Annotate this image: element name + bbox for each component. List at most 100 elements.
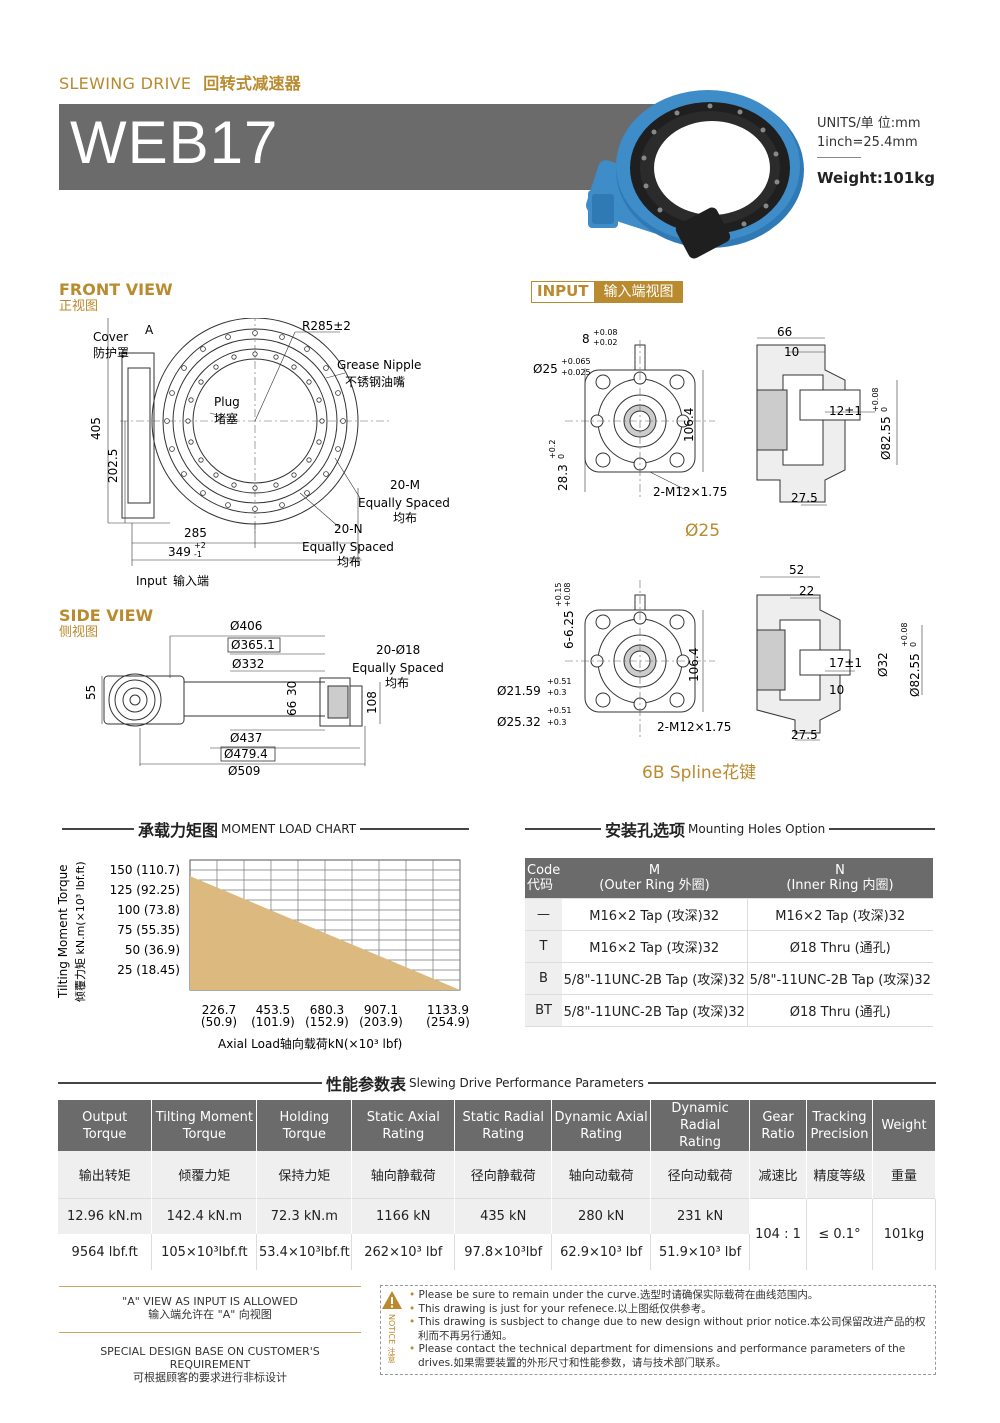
moment-chart-heading: 承载力矩图 MOMENT LOAD CHART — [62, 817, 469, 841]
moment-chart-title-cn: 承载力矩图 — [138, 821, 219, 840]
divider — [817, 157, 861, 158]
notice-text: Please contact the technical department … — [418, 1343, 906, 1369]
row-code: T — [525, 930, 562, 963]
row-m: M16×2 Tap (攻深)32 — [562, 898, 747, 931]
spline-dia-21-59-tol-dn: +0.3 — [547, 688, 566, 697]
header-line: Rating — [679, 1135, 722, 1150]
equally-spaced-label: Equally Spaced — [358, 496, 450, 510]
header-line: Output — [82, 1109, 128, 1125]
notice-box — [380, 1285, 936, 1375]
imperial-dynamic-axial: 62.9×10³ lbf — [551, 1234, 652, 1270]
header-line: Torque — [83, 1126, 127, 1142]
header-cn: 精度等级 — [806, 1151, 873, 1198]
x-tick-label: 453.5 — [256, 1003, 290, 1017]
footer-a-view-en: "A" VIEW AS INPUT IS ALLOWED — [122, 1295, 298, 1308]
key-tol-up: +0.08 — [593, 328, 618, 337]
metric-dynamic-radial: 231 kN — [650, 1197, 751, 1234]
notice-list: • Please be sure to remain under the cur… — [409, 1289, 933, 1371]
header-line: Precision — [810, 1126, 869, 1142]
rule — [647, 1082, 936, 1084]
grease-nipple-label: Grease Nipple — [337, 358, 421, 372]
header-line: Rating — [482, 1126, 525, 1142]
dim-52: 52 — [789, 565, 804, 577]
x-tick-label: 907.1 — [364, 1003, 398, 1017]
y-axis-label-cn: 倾覆力矩 kN.m(×10³ lbf.ft) — [74, 861, 87, 1002]
metric-dynamic-axial: 280 kN — [551, 1197, 652, 1234]
footer-a-view-cn: 输入端允许在 "A" 向视图 — [148, 1308, 272, 1321]
divider — [59, 1332, 361, 1333]
dim-10: 10 — [829, 683, 844, 697]
header-cn: 输出转矩 — [58, 1151, 153, 1198]
key-tol-dn: +0.02 — [593, 338, 618, 347]
dim-6-25: 6-6.25 — [562, 610, 576, 649]
shaft-dia-tol-dn: +0.025 — [561, 368, 591, 377]
dim-285: 285 — [184, 526, 207, 540]
header-cn: 轴向动载荷 — [551, 1151, 652, 1198]
x-tick-label: 226.7 — [202, 1003, 236, 1017]
dim-82-55: Ø82.55 — [879, 416, 893, 460]
mounting-heading: 安装孔选项 Mounting Holes Option — [525, 817, 935, 841]
thread-label: 2-M12×1.75 — [657, 720, 731, 734]
imperial-static-axial: 262×10³ lbf — [351, 1234, 456, 1270]
dim-332: Ø332 — [232, 657, 264, 671]
imperial-static-radial: 97.8×10³lbf — [454, 1234, 553, 1270]
header-line: Static Axial — [366, 1109, 440, 1125]
input-label: Input — [136, 574, 167, 588]
footer-left: "A" VIEW AS INPUT IS ALLOWED 输入端允许在 "A" … — [59, 1286, 361, 1384]
dim-6-25-tol-dn: +0.08 — [563, 582, 572, 607]
performance-title-cn: 性能参数表 — [326, 1075, 407, 1094]
dim-108: 108 — [365, 691, 379, 714]
header-line: Gear — [762, 1109, 794, 1125]
dim-28-3: 28.3 — [556, 464, 570, 491]
input-25-caption: Ø25 — [685, 521, 721, 541]
x-axis-label: Axial Load轴向载荷kN(×10³ lbf) — [218, 1036, 402, 1051]
holes-n-label: 20-N — [334, 522, 363, 536]
header-weight: Weight — [872, 1100, 937, 1151]
notice-text: Please be sure to remain under the curve… — [418, 1289, 819, 1301]
cover-label-cn: 防护罩 — [93, 345, 129, 360]
chart-x-ticks: 226.7(50.9)453.5(101.9)680.3(152.9)907.1… — [201, 1003, 470, 1029]
performance-heading: 性能参数表 Slewing Drive Performance Paramete… — [58, 1071, 936, 1095]
footer-special-en: SPECIAL DESIGN BASE ON CUSTOMER'S REQUIR… — [100, 1345, 320, 1371]
plug-label: Plug — [214, 395, 240, 409]
equally-spaced-label: Equally Spaced — [352, 661, 444, 675]
metric-static-radial: 435 kN — [454, 1197, 553, 1234]
dim-28-3-tol-dn: 0 — [557, 454, 566, 459]
header-line: Ratio — [761, 1126, 795, 1142]
y-axis-label: Tilting Moment Torque — [56, 864, 70, 999]
gear-ratio-value: 104 : 1 — [749, 1197, 807, 1270]
cover-label: Cover — [93, 330, 128, 344]
metric-static-axial: 1166 kN — [351, 1197, 456, 1234]
x-tick-label-imperial: (203.9) — [359, 1015, 403, 1029]
header-cn: 径向静载荷 — [454, 1151, 553, 1198]
radius-label: R285±2 — [302, 319, 351, 333]
y-tick-label: 50 (36.9) — [125, 943, 180, 957]
spline-dia-21-59-tol-up: +0.51 — [547, 677, 572, 686]
notice-text: This drawing is susbject to change due t… — [418, 1316, 926, 1342]
header-line: Tilting Moment — [155, 1109, 253, 1125]
front-view-title: FRONT VIEW — [59, 280, 173, 299]
rule — [829, 828, 935, 830]
row-code: BT — [525, 994, 562, 1027]
row-n: 5/8"-11UNC-2B Tap (攻深)32 — [746, 962, 933, 995]
header-line: Dynamic Radial — [671, 1101, 729, 1133]
shaft-dia: Ø25 — [533, 362, 558, 376]
dim-509: Ø509 — [228, 764, 260, 778]
equally-spaced-label-cn: 均布 — [385, 676, 409, 690]
header-n: N(Inner Ring 内圈) — [747, 858, 933, 899]
equally-spaced-label-cn: 均布 — [337, 555, 361, 569]
x-tick-label-imperial: (152.9) — [305, 1015, 349, 1029]
spline-dia-21-59: Ø21.59 — [497, 684, 541, 698]
header-m-sub: (Outer Ring 外圈) — [599, 877, 710, 893]
weight-label: Weight:101kg — [817, 169, 935, 187]
spline-dia-25-32-tol-up: +0.51 — [547, 706, 572, 715]
rule — [525, 828, 601, 830]
moment-load-chart: 150 (110.7)125 (92.25)100 (73.8)75 (55.3… — [56, 859, 470, 1051]
